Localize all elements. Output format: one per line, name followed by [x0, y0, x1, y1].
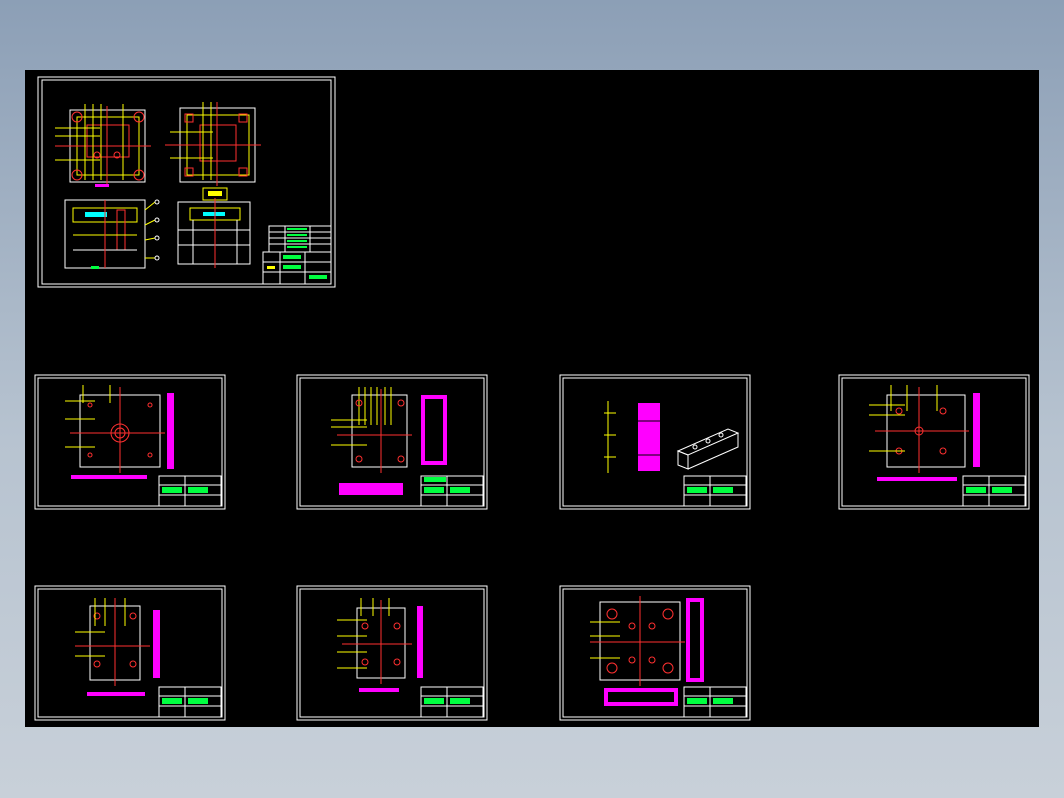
assembly-section-view-left [64, 199, 160, 269]
part-sheet-4[interactable] [838, 374, 1030, 510]
cad-drawing-canvas[interactable] [25, 70, 1039, 727]
part-sheet-5[interactable] [34, 585, 226, 721]
part-sheet-6[interactable] [296, 585, 488, 721]
part-sheet-3[interactable] [559, 374, 751, 510]
assembly-plan-view-left [55, 104, 151, 187]
assembly-section-view-right [177, 187, 251, 268]
assembly-plan-view-right [165, 102, 261, 186]
cad-model-space[interactable] [25, 70, 1039, 727]
isometric-block [676, 428, 740, 470]
part-sheet-7[interactable] [559, 585, 751, 721]
part-sheet-2[interactable] [296, 374, 488, 510]
part-sheet-1[interactable] [34, 374, 226, 510]
assembly-sheet[interactable] [37, 76, 336, 288]
assembly-title-block [262, 225, 332, 285]
